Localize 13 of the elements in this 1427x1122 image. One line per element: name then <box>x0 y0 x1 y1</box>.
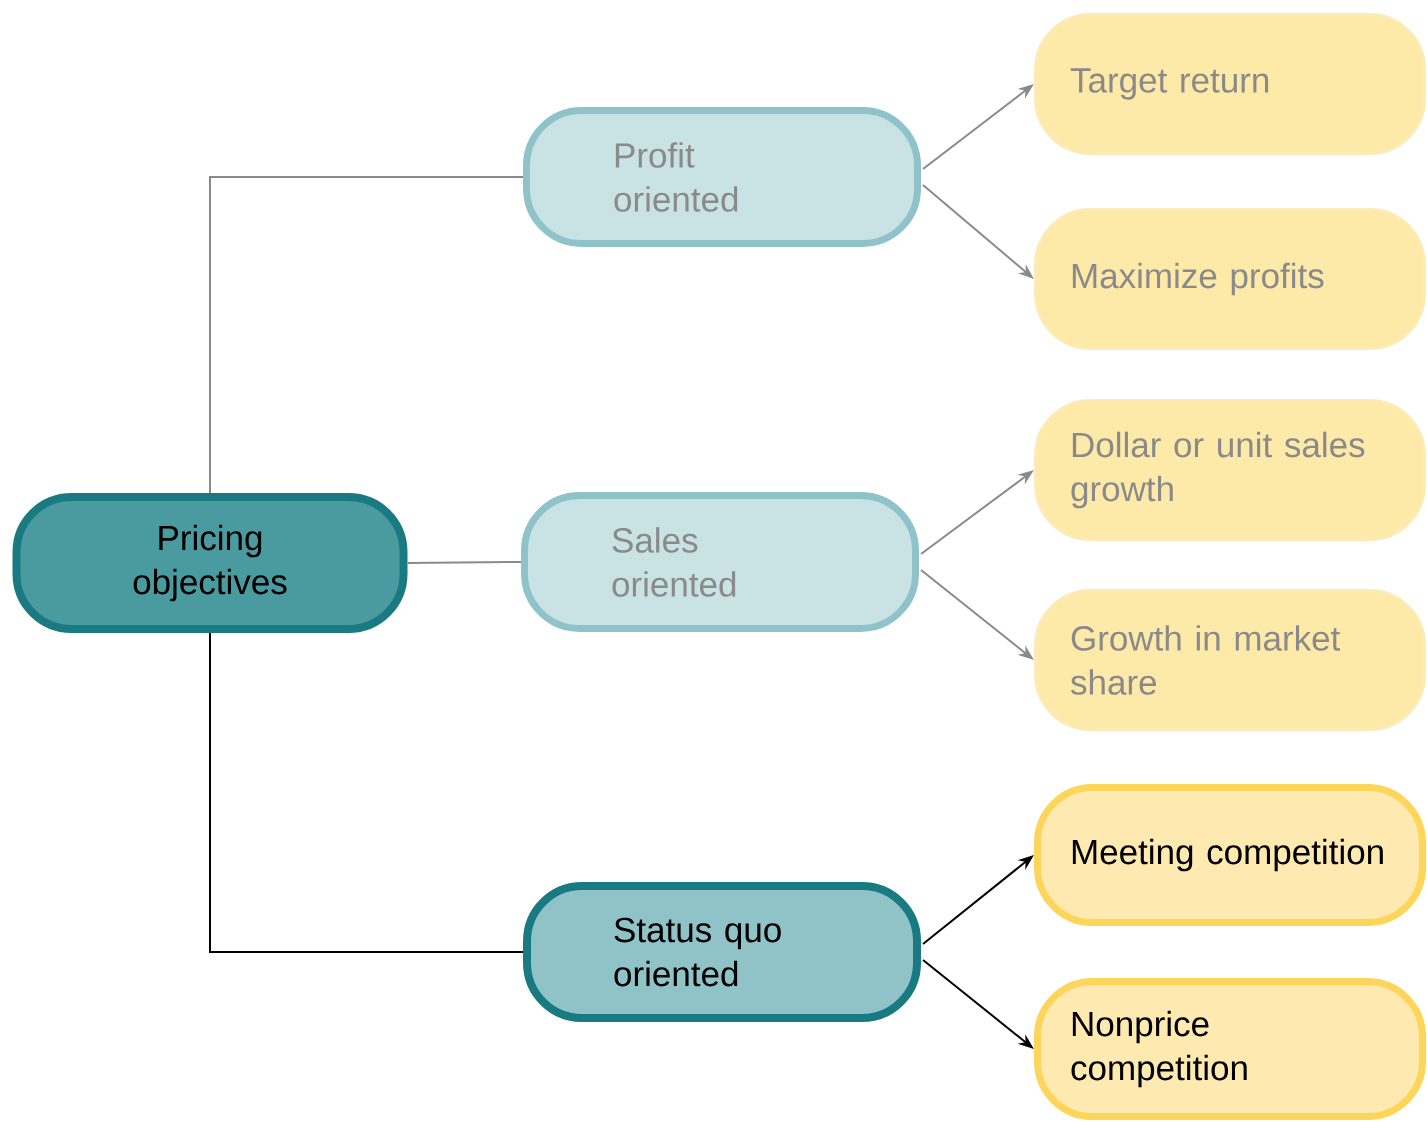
category-box: Profit oriented <box>523 107 921 247</box>
connector-line <box>209 632 524 953</box>
objective-box: Growth in market share <box>1034 589 1426 731</box>
objective-box: Dollar or unit sales growth <box>1034 399 1426 541</box>
category-box: Status quo oriented <box>523 882 921 1022</box>
objective-box: Nonprice competition <box>1034 978 1426 1120</box>
objective-box: Maximize profits <box>1034 208 1426 350</box>
objective-box: Target return <box>1034 13 1426 155</box>
connector-line <box>209 176 524 494</box>
objective-box: Meeting competition <box>1034 784 1426 926</box>
category-box: Sales oriented <box>521 492 919 632</box>
root-box: Pricing objectives <box>12 493 408 633</box>
connector-line <box>406 561 522 564</box>
